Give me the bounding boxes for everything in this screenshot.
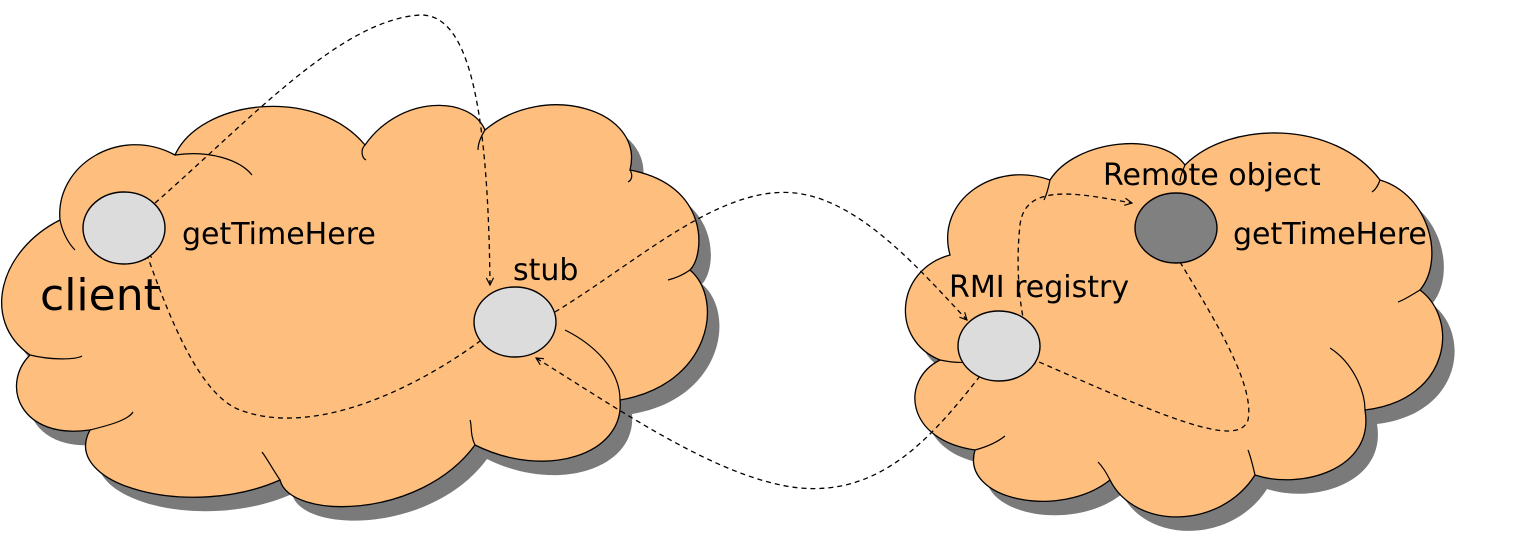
stub-label: stub: [513, 253, 578, 288]
remote-method-label: getTimeHere: [1233, 217, 1427, 252]
flow-stub-to-client: [146, 252, 489, 419]
right-cloud: [904, 132, 1455, 531]
flow-client-to-stub: [154, 14, 490, 285]
stub-node: [473, 286, 557, 358]
flow-registry-to-remote: [1017, 193, 1132, 351]
registry-node: [957, 310, 1041, 382]
rmi-registry-label: RMI registry: [949, 270, 1129, 305]
left-cloud: [1, 104, 720, 521]
flow-stub-to-registry: [554, 191, 967, 320]
flow-arrows: [146, 14, 1250, 490]
client-cloud-label: client: [40, 270, 161, 321]
flow-registry-to-stub: [536, 358, 981, 490]
client-node: [82, 191, 166, 265]
remote-object-label: Remote object: [1103, 158, 1321, 193]
client-method-label: getTimeHere: [182, 217, 376, 252]
remote-object-node: [1134, 192, 1218, 264]
